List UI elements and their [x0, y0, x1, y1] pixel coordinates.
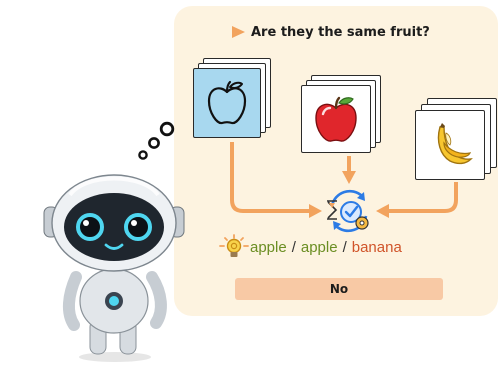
question-text: Are they the same fruit? [251, 24, 430, 40]
answer-separator: / [342, 238, 347, 256]
answer-word-1: apple [250, 238, 287, 256]
answer-row: apple / apple / banana [218, 234, 402, 260]
card-banana [415, 98, 497, 180]
thought-bubbles [138, 121, 175, 160]
robot-mascot [43, 121, 185, 362]
verdict-label: No [329, 282, 349, 296]
compare-process-icon [327, 189, 369, 233]
card-front [193, 68, 261, 138]
card-red-apple [301, 75, 381, 155]
verdict-bar: No [235, 278, 443, 300]
question-header: Are they the same fruit? [232, 22, 430, 42]
card-front [415, 110, 485, 180]
answer-word-2: apple [300, 238, 338, 256]
answer-separator: / [291, 238, 296, 256]
play-triangle-icon [232, 26, 245, 38]
banana-icon [437, 123, 473, 165]
card-apple-outline [193, 58, 271, 140]
red-apple-icon [315, 96, 357, 142]
apple-outline-icon [207, 80, 247, 125]
answer-word-3: banana [351, 238, 402, 256]
lightbulb-icon [219, 234, 249, 257]
card-front [301, 85, 371, 153]
